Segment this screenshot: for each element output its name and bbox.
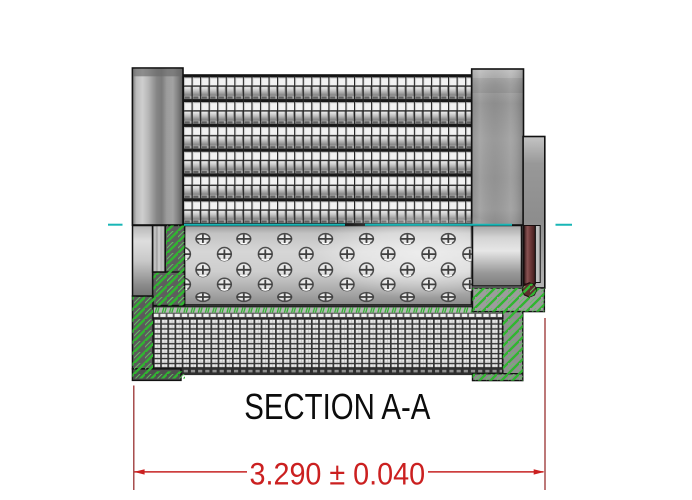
svg-text:3.290 ± 0.040: 3.290 ± 0.040 — [249, 457, 425, 492]
svg-text:SECTION A-A: SECTION A-A — [244, 386, 430, 427]
